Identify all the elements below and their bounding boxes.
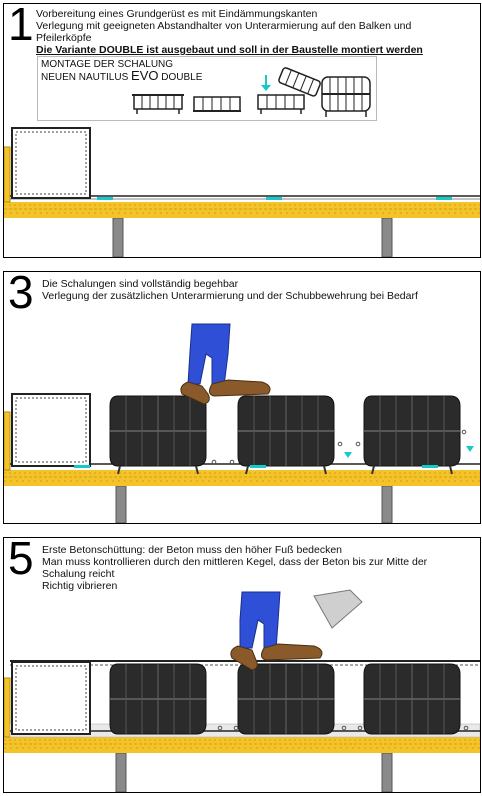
- step-1-highlight: Die Variante DOUBLE ist ausgebaut und so…: [36, 44, 423, 56]
- edge-box: [11, 393, 91, 467]
- concrete-bucket: [313, 589, 363, 629]
- tilted-lid: [278, 67, 321, 97]
- half-shell-2: [193, 96, 241, 112]
- worker-legs: [180, 323, 271, 405]
- step-3-line-1: Die Schalungen sind vollständig begehbar: [42, 278, 239, 290]
- step-1-line-1: Vorbereitung eines Grundgerüst es mit Ei…: [36, 8, 318, 20]
- inset-evo: EVO: [131, 68, 159, 83]
- step-5-panel: 5 Erste Betonschüttung: der Beton muss d…: [3, 537, 481, 793]
- worker-legs: [230, 591, 323, 671]
- formwork-1: [109, 663, 207, 735]
- step-5-scene: [4, 589, 480, 792]
- bar-dots: [211, 429, 467, 465]
- step-1-scene: [4, 127, 480, 257]
- shear-reinforcement-markers: [74, 446, 474, 468]
- step-1-panel: 1 Vorbereitung eines Grundgerüst es mit …: [3, 3, 481, 258]
- inset-title: MONTAGE DER SCHALUNG NEUEN NAUTILUS EVO …: [41, 59, 202, 83]
- slab: [4, 202, 480, 218]
- inset-line-2-pre: NEUEN NAUTILUS: [41, 72, 129, 83]
- edge-form: [4, 411, 11, 471]
- inset-line-1: MONTAGE DER SCHALUNG: [41, 59, 174, 70]
- step-3-text: Die Schalungen sind vollständig begehbar…: [42, 278, 418, 302]
- step-1-text: Vorbereitung eines Grundgerüst es mit Ei…: [36, 8, 423, 56]
- step-1-line-2: Verlegung mit geeigneten Abstandhalter v…: [36, 20, 412, 32]
- step-5-line-3: Schalung reicht: [42, 568, 115, 580]
- pillar-left: [115, 752, 127, 792]
- half-shell-1: [132, 94, 184, 114]
- formwork-2: [237, 663, 335, 735]
- step-1-number: 1: [8, 3, 34, 50]
- down-arrow-icon: [261, 75, 271, 91]
- assembly-sequence: [132, 67, 371, 117]
- pillar-left: [115, 485, 127, 523]
- bar-dots: [217, 725, 469, 731]
- step-3-line-2: Verlegung der zusätzlichen Unterarmierun…: [42, 290, 418, 302]
- pillar-right: [381, 485, 393, 523]
- formwork-3: [363, 663, 461, 735]
- pillar-right: [381, 752, 393, 792]
- step-3-scene: [4, 323, 480, 523]
- spacers: [97, 197, 452, 200]
- pillar-right: [381, 217, 393, 257]
- step-5-text: Erste Betonschüttung: der Beton muss den…: [42, 544, 427, 592]
- step-1-line-3: Pfeilerköpfe: [36, 32, 92, 44]
- step-5-number: 5: [8, 537, 34, 584]
- step-5-line-1: Erste Betonschüttung: der Beton muss den…: [42, 544, 343, 556]
- assembled-double-formwork: [321, 76, 371, 117]
- step-3-panel: 3 Die Schalungen sind vollständig begehb…: [3, 271, 481, 524]
- step-5-line-4: Richtig vibrieren: [42, 580, 118, 592]
- step-5-line-2: Man muss kontrollieren durch den mittler…: [42, 556, 428, 568]
- step-3-number: 3: [8, 271, 34, 318]
- inset-line-2-post: DOUBLE: [161, 72, 203, 83]
- assembly-inset: MONTAGE DER SCHALUNG NEUEN NAUTILUS EVO …: [37, 56, 377, 121]
- formwork-3: [363, 395, 461, 475]
- slab: [4, 737, 480, 753]
- edge-form: [4, 146, 11, 203]
- formwork-1: [109, 395, 207, 475]
- half-shell-3: [257, 94, 305, 114]
- formwork-2: [237, 395, 335, 475]
- pillar-left: [112, 217, 124, 257]
- edge-box: [11, 127, 91, 199]
- slab: [4, 470, 480, 486]
- edge-box: [11, 661, 91, 735]
- edge-form: [4, 677, 11, 738]
- inset-line-2: NEUEN NAUTILUS EVO DOUBLE: [41, 68, 203, 83]
